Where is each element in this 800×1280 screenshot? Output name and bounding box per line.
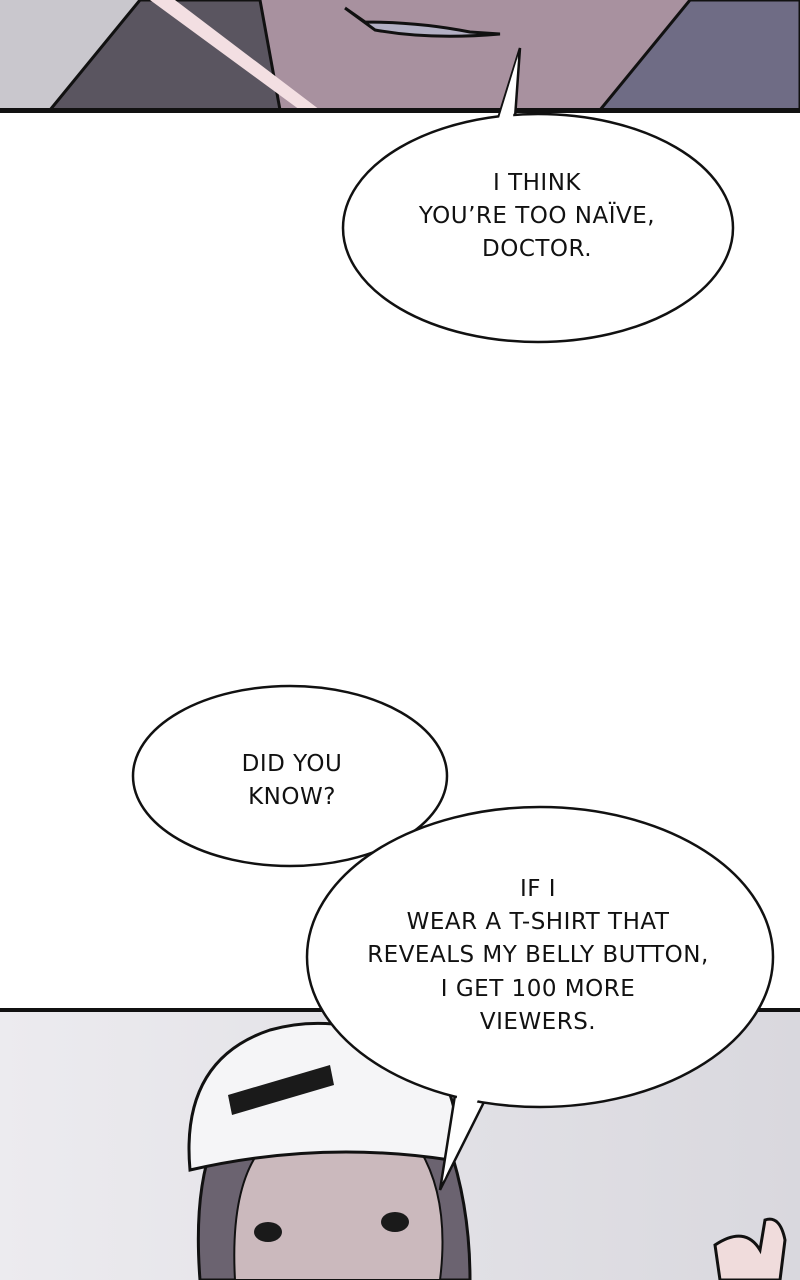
cap-strap <box>228 1065 334 1115</box>
mouth <box>344 6 501 38</box>
bubble-3-line: IF I <box>520 876 556 902</box>
bubble-1-line: YOU’RE TOO NAÏVE, <box>418 201 655 229</box>
speech-bubble-3: IF I WEAR A T-SHIRT THAT REVEALS MY BELLY … <box>305 805 775 1191</box>
left-eye <box>254 1222 282 1242</box>
speech-bubble-2: DID YOU KNOW? <box>131 684 449 868</box>
bubble-2-line: KNOW? <box>248 784 336 810</box>
bubble-3-line: REVEALS MY BELLY BUTTON, <box>367 942 709 968</box>
speech-bubble-1: I THINK YOU’RE TOO NAÏVE, DOCTOR. <box>341 47 735 344</box>
bubble-3-line: I GET 100 MORE <box>441 976 635 1002</box>
right-eye <box>381 1212 409 1232</box>
bubble-1-line: DOCTOR. <box>482 236 592 262</box>
hand <box>713 1217 787 1280</box>
bubble-1-line: I THINK <box>493 170 581 196</box>
top-panel <box>0 0 800 113</box>
bubble-2-line: DID YOU <box>242 751 343 777</box>
bubble-3-line: VIEWERS. <box>480 1009 596 1035</box>
face <box>233 1149 444 1280</box>
bubble-3-line: WEAR A T-SHIRT THAT <box>407 909 670 935</box>
